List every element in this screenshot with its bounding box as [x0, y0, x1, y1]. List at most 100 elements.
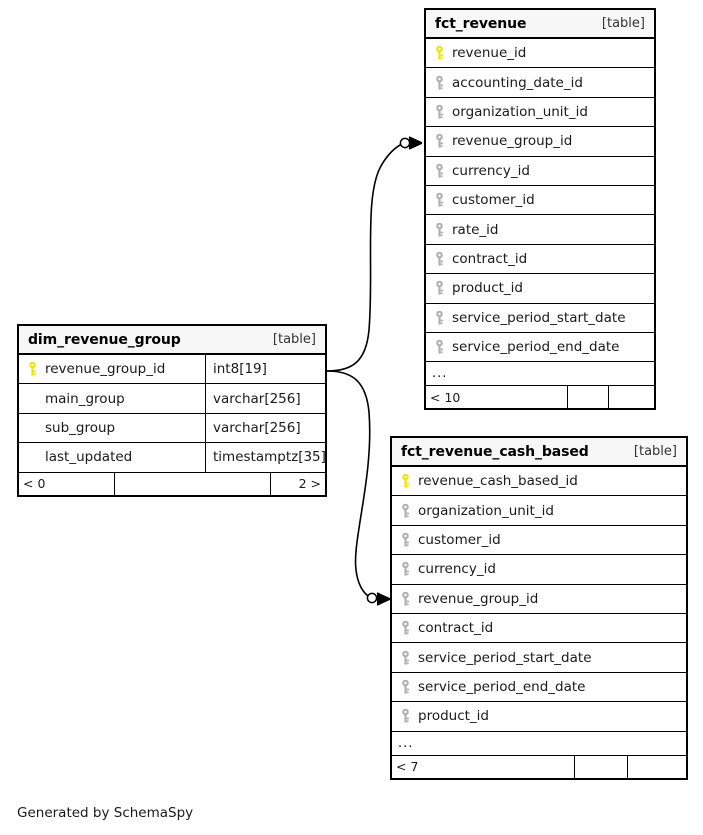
table-title: fct_revenue — [435, 15, 527, 32]
foreign-key-icon — [399, 708, 412, 724]
column-name-cell: accounting_date_id — [426, 68, 654, 96]
column-label: service_period_start_date — [418, 649, 592, 666]
table-row[interactable]: currency_id — [426, 157, 654, 186]
no-key-icon — [26, 449, 39, 465]
column-label: accounting_date_id — [452, 74, 583, 91]
foreign-key-icon — [433, 222, 446, 238]
column-name-cell: organization_unit_id — [426, 98, 654, 126]
footer-cell-left[interactable]: < 0 — [23, 476, 46, 492]
table-row[interactable]: product_id — [426, 274, 654, 304]
column-label: service_period_end_date — [418, 678, 586, 695]
foreign-key-icon — [399, 591, 412, 607]
more-columns-row: ... — [426, 362, 654, 387]
column-name-cell: revenue_cash_based_id — [392, 467, 686, 495]
column-name-cell: revenue_id — [426, 39, 654, 67]
table-type-tag: [table] — [601, 16, 645, 31]
column-label: currency_id — [418, 561, 496, 578]
foreign-key-icon — [399, 503, 412, 519]
column-label: revenue_id — [452, 45, 527, 62]
table-row[interactable]: rate_id — [426, 215, 654, 245]
table-fct-revenue[interactable]: fct_revenue [table] revenue_id accounting… — [424, 8, 656, 411]
table-title: dim_revenue_group — [28, 331, 181, 348]
primary-key-icon — [26, 361, 39, 377]
table-row[interactable]: contract_id — [392, 614, 686, 644]
footer-cell-right[interactable] — [608, 386, 654, 409]
column-name-cell: product_id — [426, 274, 654, 302]
column-label: main_group — [45, 390, 125, 407]
footer-cell-left[interactable]: < 7 — [396, 759, 419, 775]
column-type-cell: timestamptz[35] — [205, 443, 326, 472]
foreign-key-icon — [399, 679, 412, 695]
table-type-tag: [table] — [272, 332, 316, 347]
primary-key-icon — [433, 45, 446, 61]
table-row[interactable]: contract_id — [426, 245, 654, 275]
column-name-cell: service_period_start_date — [426, 304, 654, 332]
table-row[interactable]: customer_id — [392, 526, 686, 556]
column-name-cell: rate_id — [426, 215, 654, 243]
column-name-cell: revenue_group_id — [392, 585, 686, 613]
foreign-key-icon — [433, 163, 446, 179]
table-row[interactable]: organization_unit_id — [392, 496, 686, 526]
table-footer-row: < 10 — [426, 386, 654, 409]
foreign-key-icon — [433, 339, 446, 355]
column-label: currency_id — [452, 162, 530, 179]
table-row[interactable]: revenue_id — [426, 39, 654, 69]
column-name-cell: organization_unit_id — [392, 496, 686, 524]
footer-cell-middle — [574, 755, 627, 778]
footer-cell-middle — [113, 472, 270, 495]
more-columns-row: ... — [392, 732, 686, 756]
table-row[interactable]: customer_id — [426, 186, 654, 216]
table-type-tag: [table] — [633, 444, 677, 459]
foreign-key-icon — [399, 650, 412, 666]
column-label: contract_id — [452, 250, 528, 267]
table-row[interactable]: organization_unit_id — [426, 98, 654, 128]
column-label: revenue_group_id — [452, 133, 573, 150]
foreign-key-icon — [433, 280, 446, 296]
column-label: organization_unit_id — [452, 103, 588, 120]
foreign-key-icon — [433, 133, 446, 149]
table-header-fct-revenue: fct_revenue [table] — [426, 10, 654, 39]
foreign-key-icon — [433, 251, 446, 267]
column-label: service_period_end_date — [452, 339, 620, 356]
table-row[interactable]: revenue_group_id int8[19] — [19, 355, 325, 385]
table-columns-dim-revenue-group: revenue_group_id int8[19] main_group varcha… — [19, 355, 326, 495]
primary-key-icon — [399, 473, 412, 489]
footer-cell-right[interactable] — [627, 755, 686, 778]
table-row[interactable]: last_updated timestamptz[35] — [19, 443, 326, 473]
column-name-cell: last_updated — [19, 443, 205, 471]
column-name-cell: service_period_start_date — [392, 643, 686, 671]
table-row[interactable]: service_period_end_date — [426, 333, 654, 363]
no-key-icon — [26, 420, 39, 436]
column-label: customer_id — [418, 531, 501, 548]
table-row[interactable]: revenue_cash_based_id — [392, 467, 686, 497]
foreign-key-icon — [433, 192, 446, 208]
table-fct-revenue-cash-based[interactable]: fct_revenue_cash_based [table] revenue_c… — [390, 436, 688, 780]
column-type-label: varchar[256] — [213, 390, 301, 407]
table-row[interactable]: main_group varchar[256] — [19, 384, 325, 414]
column-label: sub_group — [45, 419, 116, 436]
table-row[interactable]: accounting_date_id — [426, 68, 654, 98]
table-header-dim-revenue-group: dim_revenue_group [table] — [19, 326, 325, 355]
table-row[interactable]: service_period_end_date — [392, 673, 686, 703]
table-row[interactable]: currency_id — [392, 555, 686, 585]
table-row[interactable]: service_period_start_date — [426, 304, 654, 333]
relationship-dim-revenue-group-to-fct-revenue — [326, 136, 423, 372]
table-row[interactable]: service_period_start_date — [392, 643, 686, 673]
footer-cell-left[interactable]: < 10 — [430, 389, 461, 405]
table-row[interactable]: revenue_group_id — [426, 127, 654, 157]
table-row[interactable]: product_id — [392, 702, 686, 732]
generated-by-credit: Generated by SchemaSpy — [17, 805, 194, 821]
table-dim-revenue-group[interactable]: dim_revenue_group [table] revenue_group_… — [17, 324, 327, 497]
column-type-cell: varchar[256] — [205, 384, 325, 413]
column-label: last_updated — [45, 449, 133, 466]
foreign-key-icon — [433, 104, 446, 120]
column-name-cell: revenue_group_id — [426, 127, 654, 155]
column-name-cell: revenue_group_id — [19, 355, 205, 383]
footer-cell-right[interactable]: 2 > — [269, 472, 325, 495]
table-row[interactable]: revenue_group_id — [392, 585, 686, 614]
column-name-cell: contract_id — [426, 245, 654, 273]
column-name-cell: currency_id — [426, 157, 654, 185]
column-type-label: int8[19] — [213, 361, 267, 378]
